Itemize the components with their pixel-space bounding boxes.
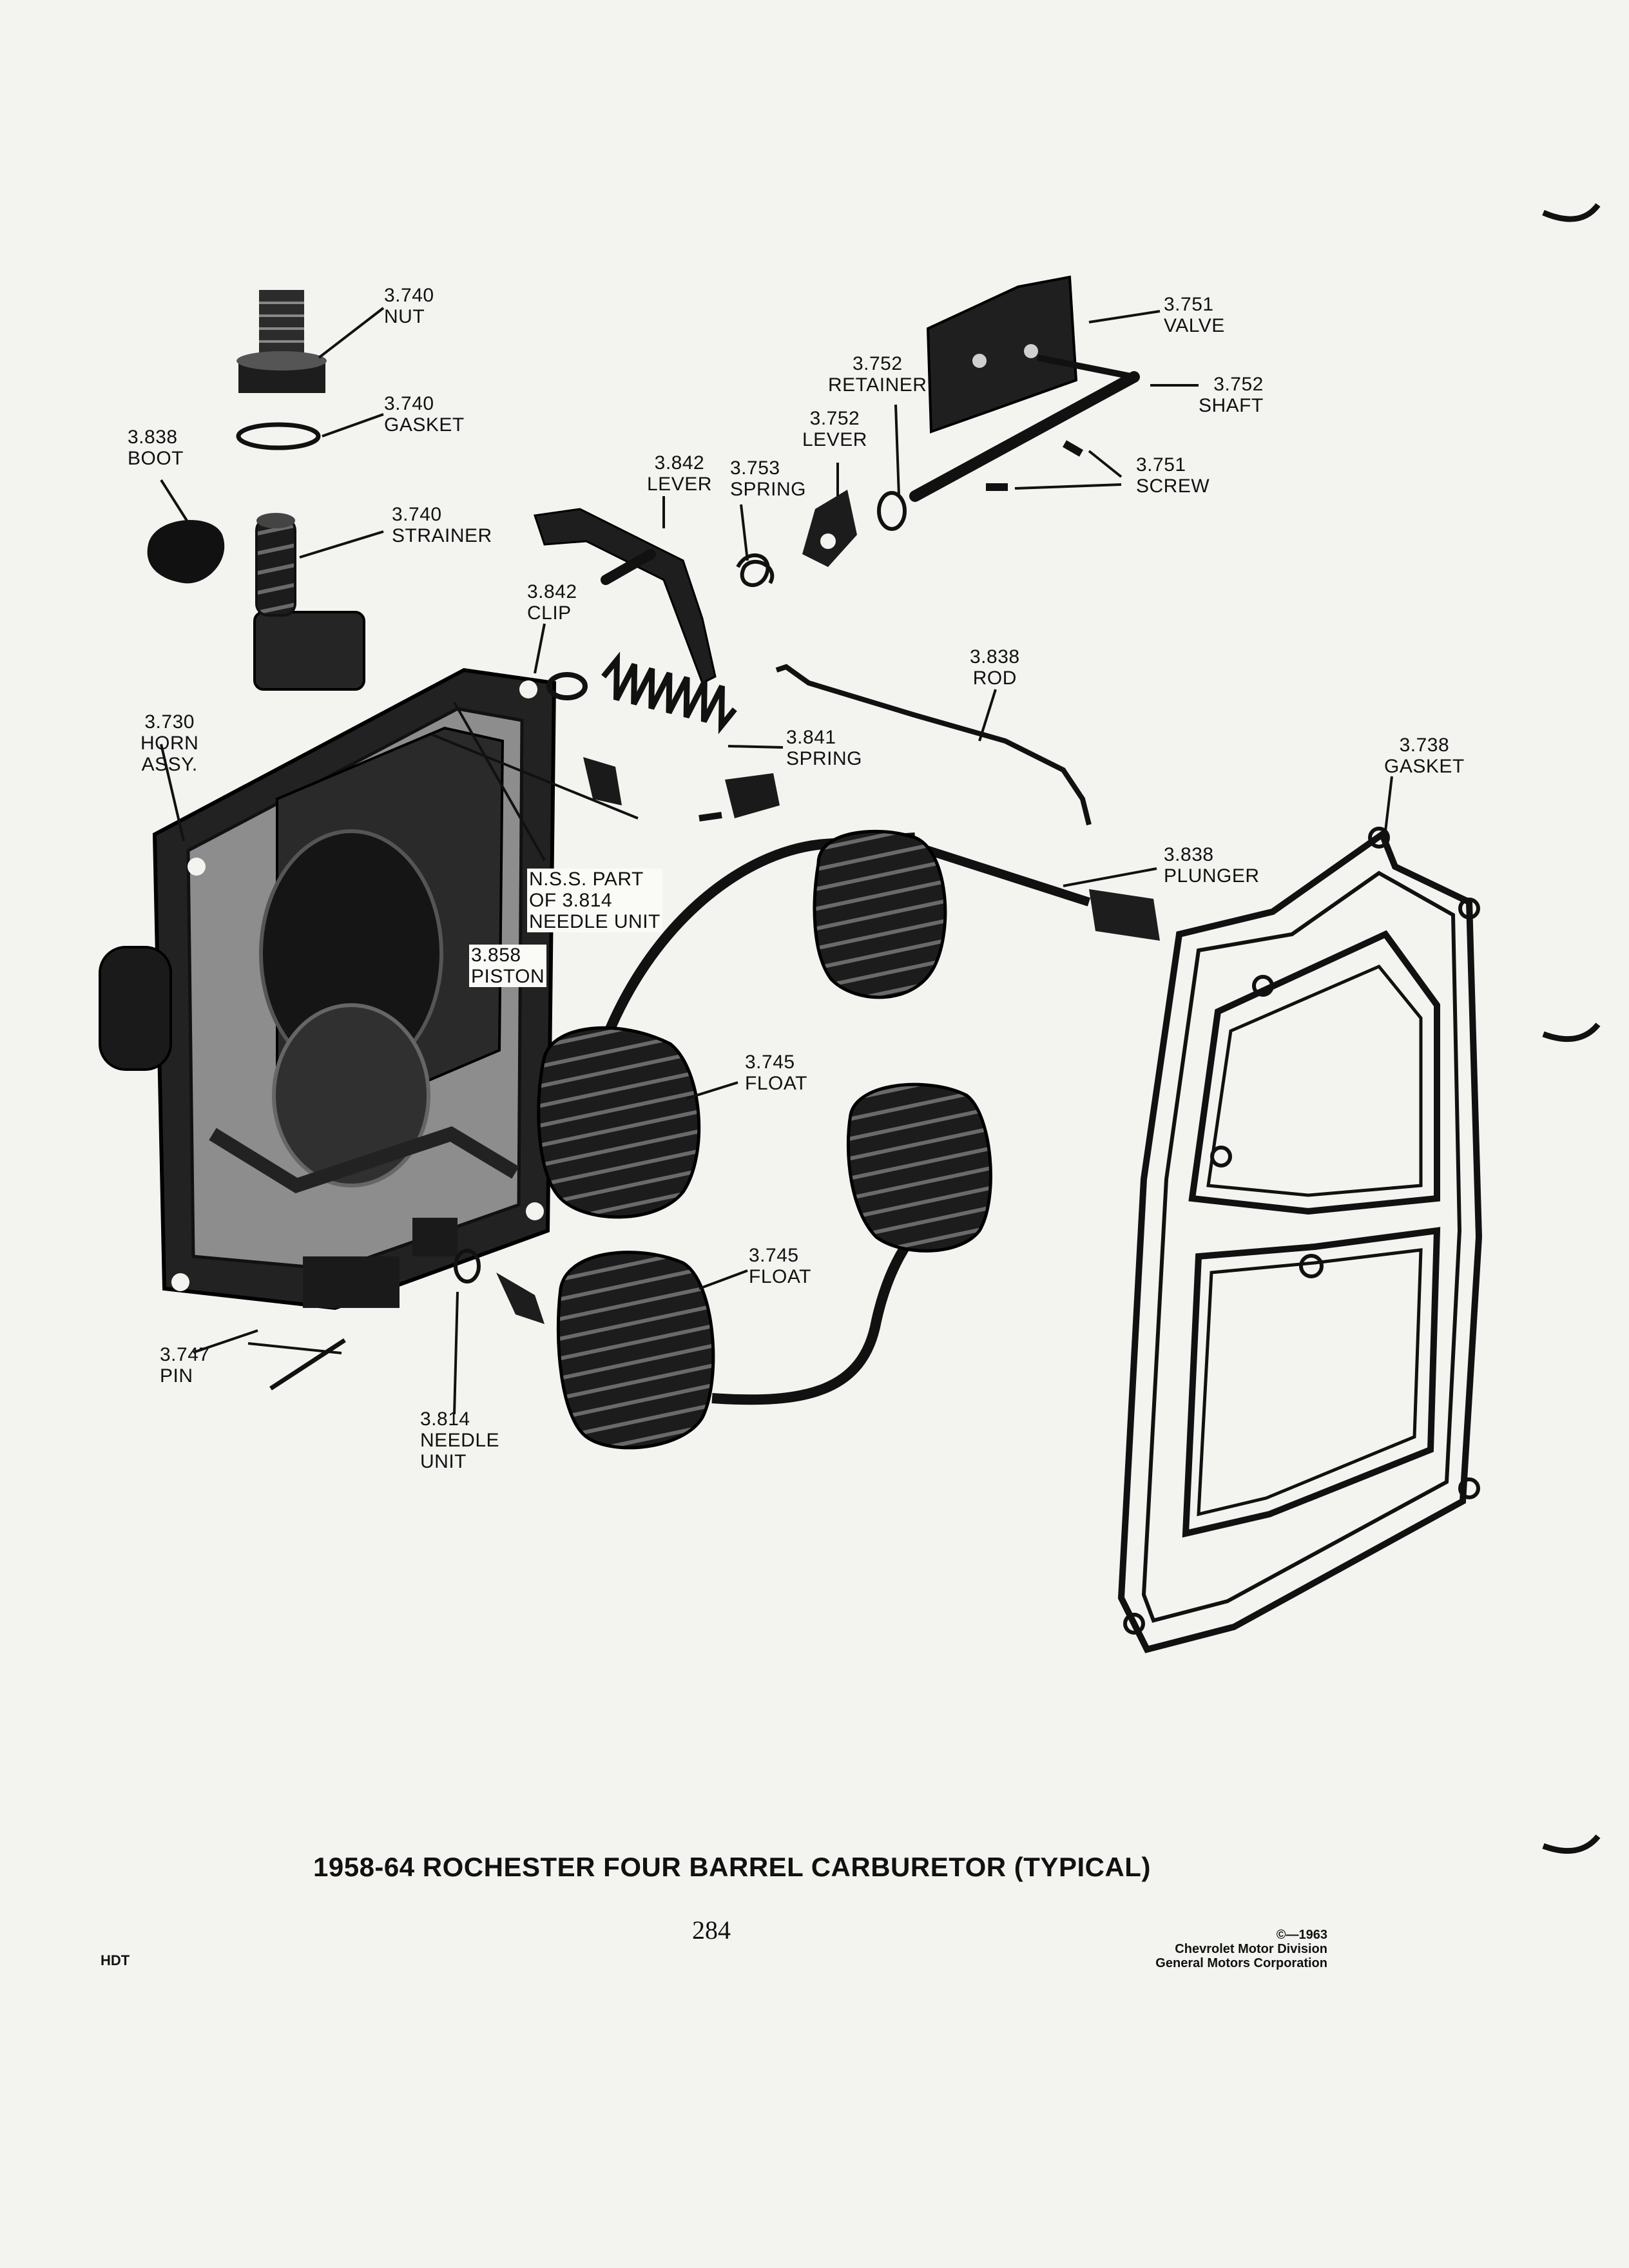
footer-code: HDT <box>101 1952 130 1968</box>
air-horn-gasket <box>1117 827 1483 1653</box>
plunger <box>907 840 1160 941</box>
fuel-inlet-nut <box>236 290 327 393</box>
valve-screws <box>986 440 1083 491</box>
clip-842 <box>546 672 588 700</box>
inlet-gasket <box>236 422 321 450</box>
hinge-pin <box>269 1338 346 1390</box>
air-horn-assembly <box>99 581 557 1311</box>
leader-lines <box>160 307 1393 1415</box>
choke-valve <box>926 275 1078 434</box>
choke-lever-752 <box>802 490 857 567</box>
pump-spring-841 <box>601 651 737 735</box>
fuel-strainer <box>255 513 296 617</box>
figure-title: 1958-64 ROCHESTER FOUR BARREL CARBURETOR… <box>313 1852 1151 1882</box>
retainer-ring <box>877 491 907 531</box>
page-number: 284 <box>692 1916 731 1945</box>
power-piston <box>583 757 780 822</box>
choke-shaft <box>909 354 1140 502</box>
needle-unit <box>454 1249 545 1324</box>
choke-rod <box>775 664 1092 825</box>
copyright-notice: ©—1963 Chevrolet Motor Division General … <box>1155 1928 1327 1970</box>
choke-spring-753 <box>736 553 775 587</box>
choke-boot <box>147 520 225 584</box>
scan-marks <box>1542 203 1601 1854</box>
float-lower <box>556 1082 992 1450</box>
float-upper <box>537 829 947 1219</box>
